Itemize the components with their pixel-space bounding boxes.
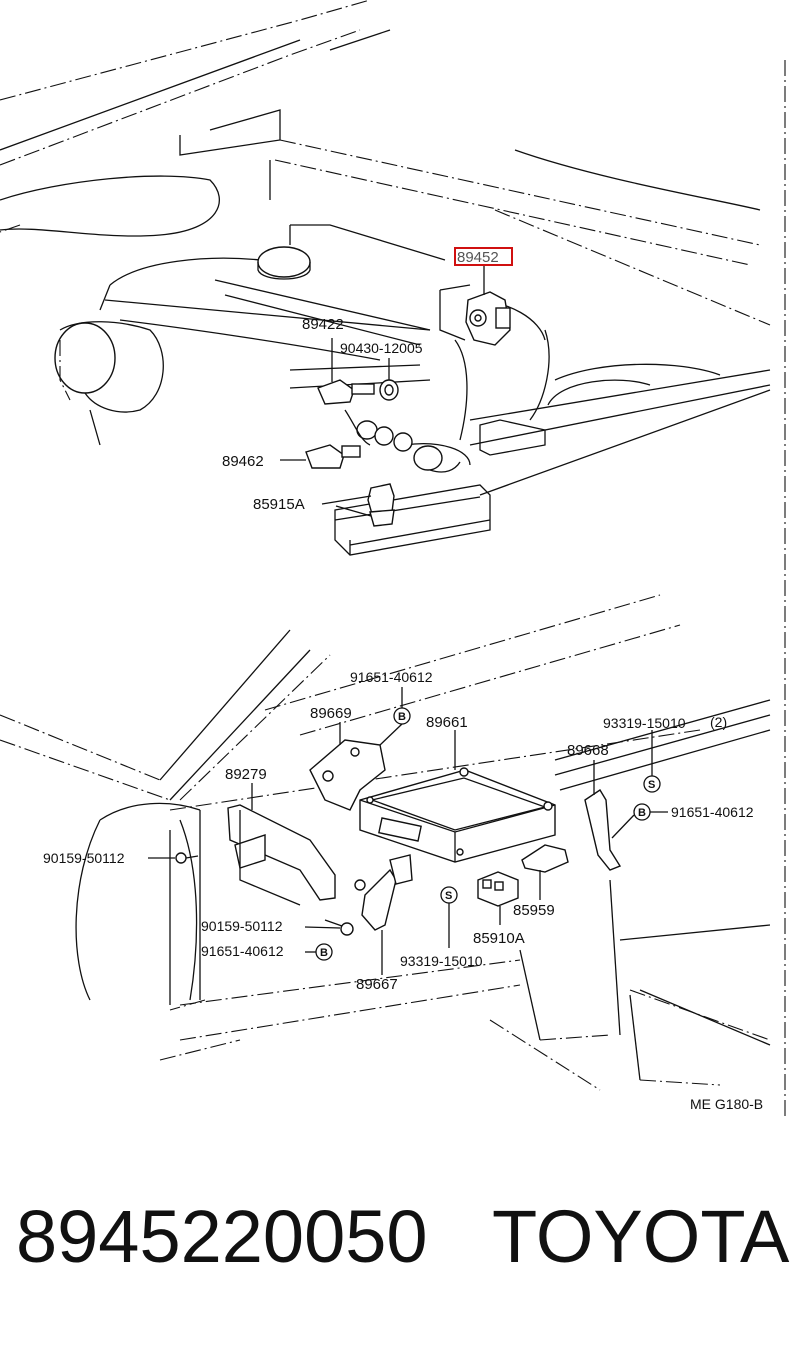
engine-bay-illustration xyxy=(0,0,771,556)
label-91651-40612-mid: 91651-40612 xyxy=(201,943,284,959)
bracket-89668[interactable]: 89668 xyxy=(567,742,622,871)
label-93319-15010-bottom: 93319-15010 xyxy=(400,953,483,969)
bracket-89279[interactable]: 89279 xyxy=(225,766,336,906)
badge-b-top: B xyxy=(398,711,406,723)
gasket-90430-12005[interactable]: 90430-12005 xyxy=(340,340,423,401)
label-89422: 89422 xyxy=(302,316,344,333)
bolt-91651-40612-mid[interactable]: B 91651-40612 xyxy=(201,943,333,961)
brand-name: TOYOTA xyxy=(492,1195,790,1278)
stud-93319-15010-top[interactable]: S 93319-15010 (2) xyxy=(603,714,727,793)
badge-b-right: B xyxy=(638,807,646,819)
connector-85915a[interactable]: 85915A xyxy=(253,483,395,527)
bolt-91651-40612-right[interactable]: B 91651-40612 xyxy=(611,803,754,839)
stud-93319-15010-bottom[interactable]: S 93319-15010 xyxy=(400,886,483,969)
label-85959: 85959 xyxy=(513,902,555,919)
label-89279: 89279 xyxy=(225,766,267,783)
parts-diagram: 89452 89422 90430-12005 89462 85915A xyxy=(0,0,786,1120)
label-89667: 89667 xyxy=(356,976,398,993)
label-89452: 89452 xyxy=(457,249,499,266)
label-90159-50112-left: 90159-50112 xyxy=(43,850,125,866)
bolt-90159-50112-mid[interactable]: 90159-50112 xyxy=(201,918,354,936)
intake-air-temp-sensor-89422[interactable]: 89422 xyxy=(302,316,375,405)
label-90430-12005: 90430-12005 xyxy=(340,340,423,356)
label-89462: 89462 xyxy=(222,453,264,470)
label-91651-40612-top: 91651-40612 xyxy=(350,669,433,685)
bolt-90159-50112-left[interactable]: 90159-50112 xyxy=(43,850,199,866)
label-89661: 89661 xyxy=(426,714,468,731)
connector-85910a[interactable]: 85910A xyxy=(473,871,525,947)
ecu-area-illustration xyxy=(0,594,771,1091)
bracket-89669[interactable]: 89669 xyxy=(309,705,386,811)
label-93319-15010-top: 93319-15010 xyxy=(603,715,686,731)
label-85910a: 85910A xyxy=(473,930,525,947)
throttle-position-sensor-89452[interactable] xyxy=(465,265,511,346)
relay-85959[interactable]: 85959 xyxy=(513,844,569,919)
badge-s-top: S xyxy=(648,779,655,791)
label-93319-qty: (2) xyxy=(710,714,727,730)
water-temp-sensor-89462[interactable]: 89462 xyxy=(222,444,361,470)
label-89669: 89669 xyxy=(310,705,352,722)
label-85915a: 85915A xyxy=(253,496,305,513)
highlighted-part-label[interactable]: 89452 xyxy=(454,247,513,266)
engine-control-unit-89661[interactable]: 89661 xyxy=(359,714,556,863)
label-89668: 89668 xyxy=(567,742,609,759)
bracket-89667[interactable]: 89667 xyxy=(354,854,413,993)
label-90159-50112-mid: 90159-50112 xyxy=(201,918,283,934)
badge-b-mid: B xyxy=(320,947,328,959)
bolt-91651-40612-top[interactable]: B 91651-40612 xyxy=(350,669,433,746)
part-number: 8945220050 xyxy=(16,1195,428,1278)
label-91651-40612-right: 91651-40612 xyxy=(671,804,754,820)
badge-s-bottom: S xyxy=(445,890,452,902)
highlight-box xyxy=(454,247,513,266)
diagram-code: ME G180-B xyxy=(690,1096,763,1112)
